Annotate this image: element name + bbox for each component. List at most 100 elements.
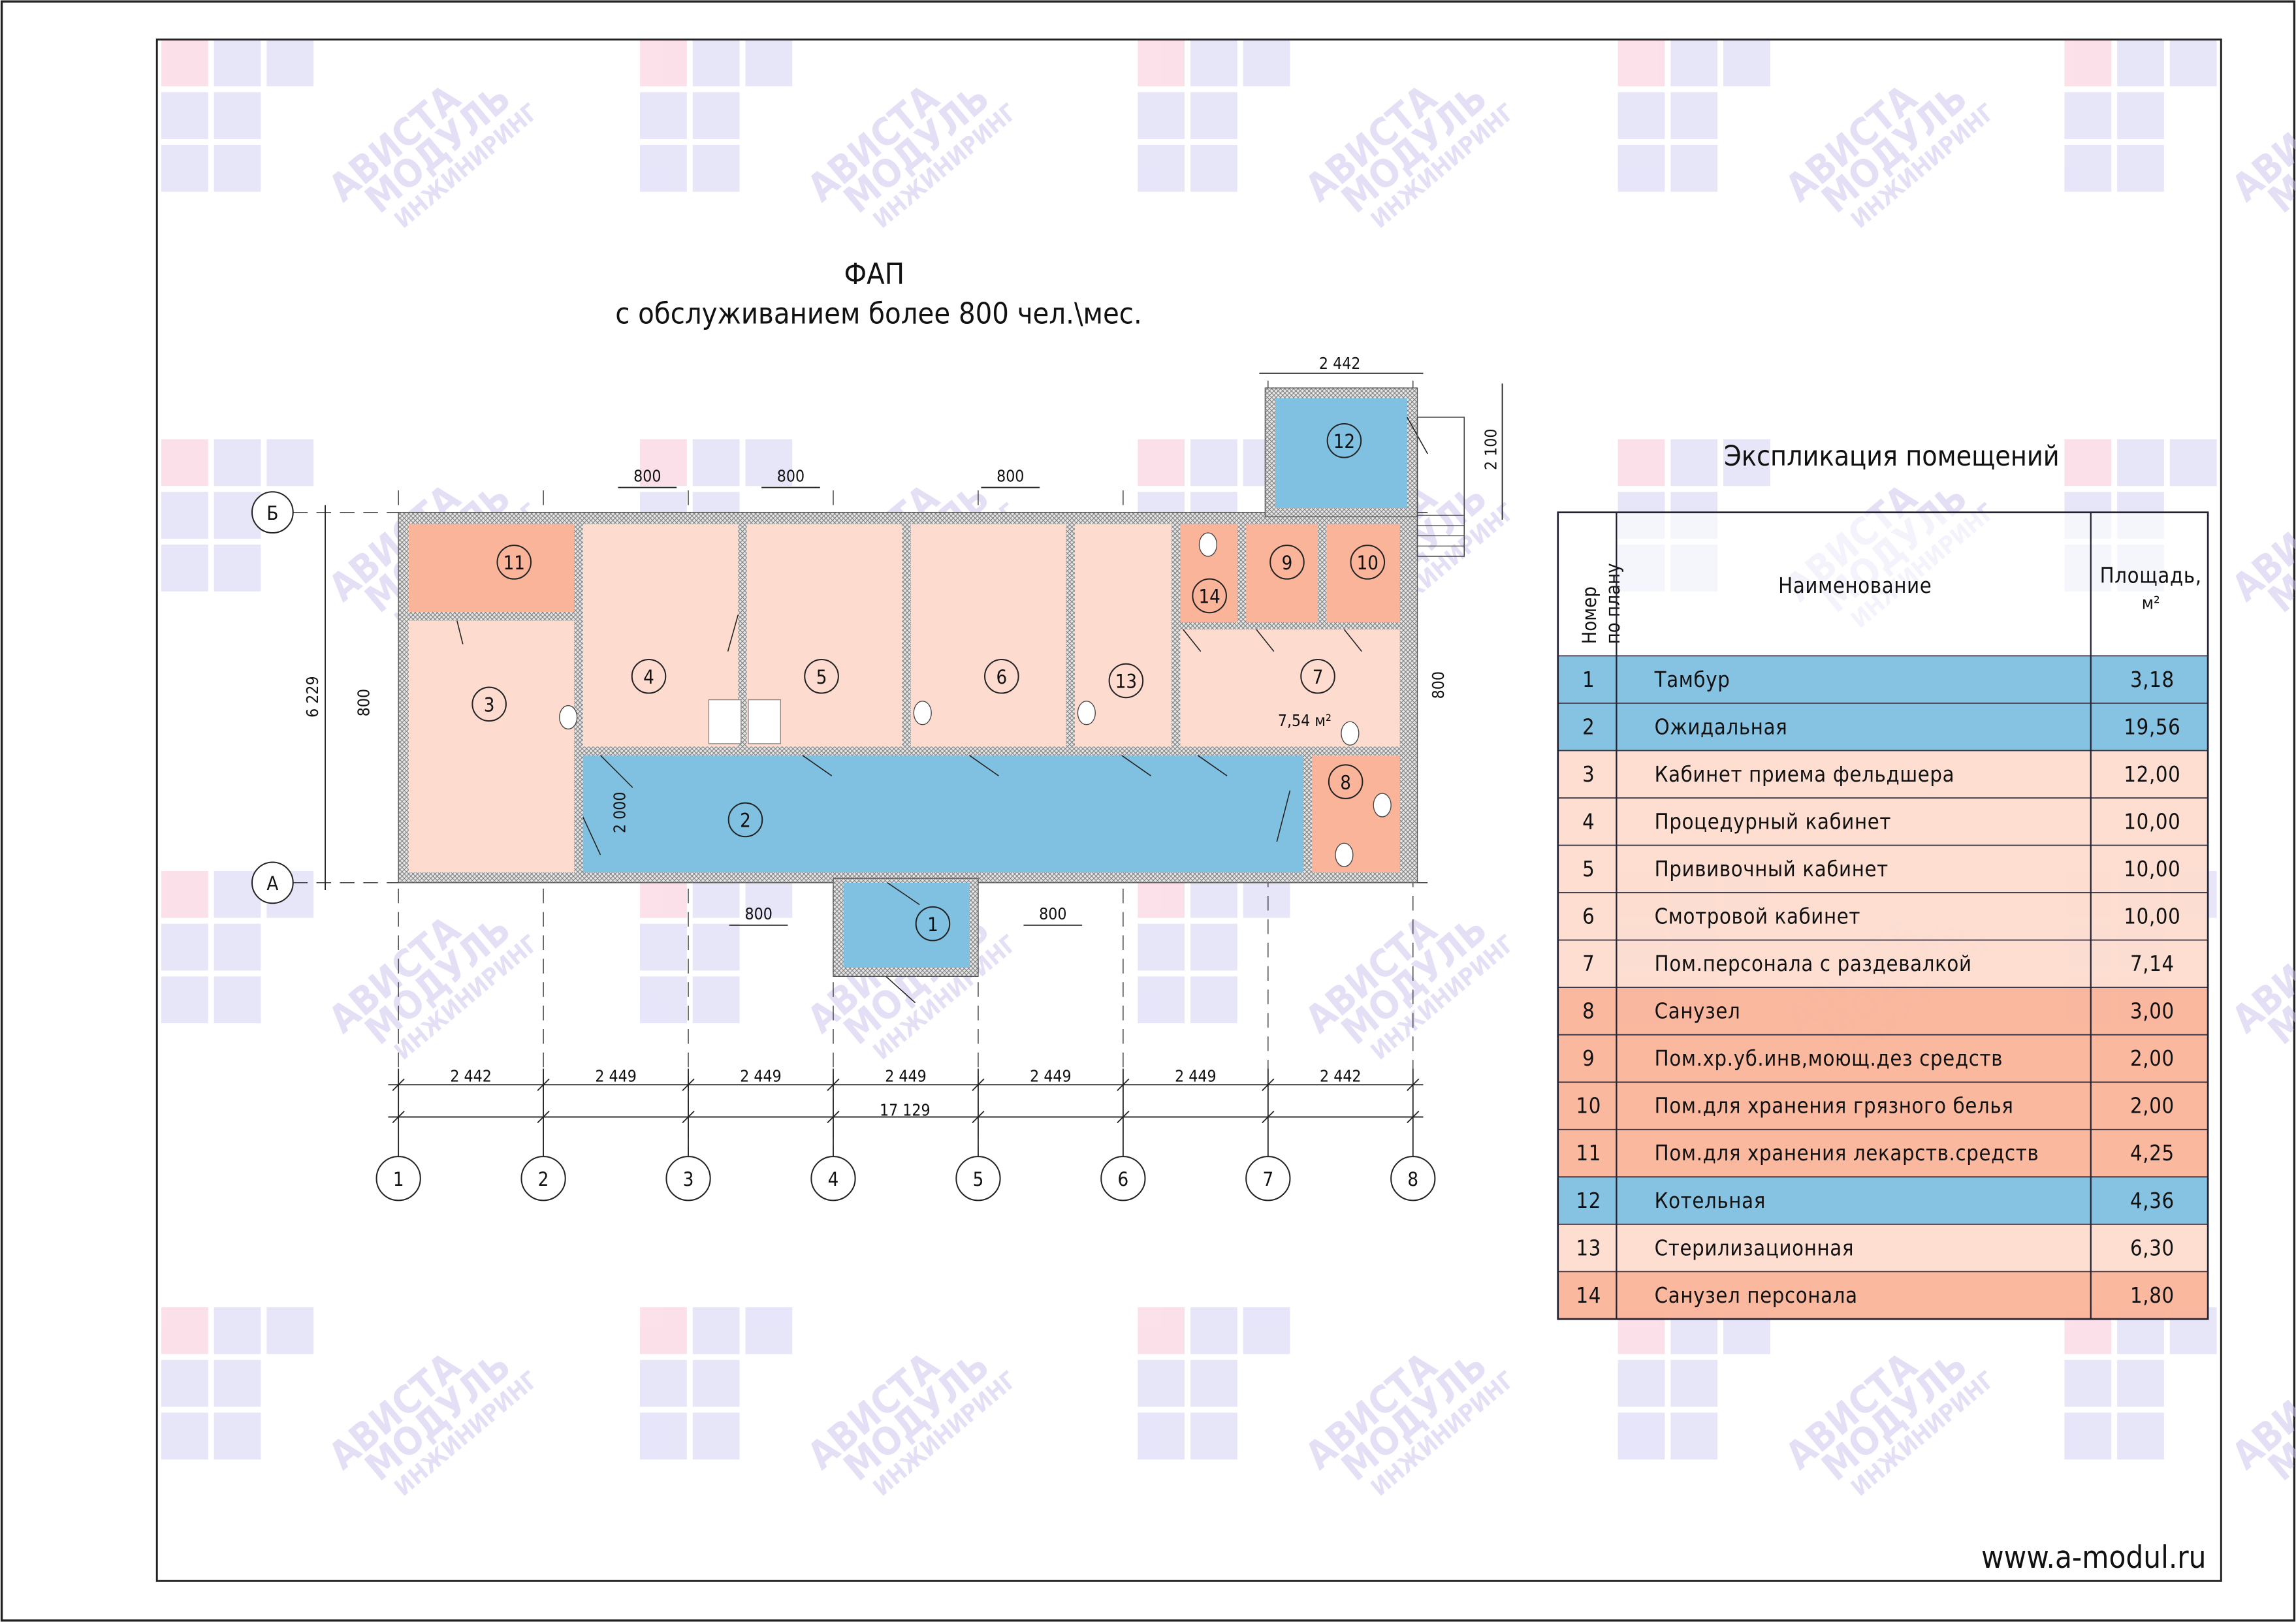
dimension-label: 2 449 xyxy=(740,1067,781,1086)
logo-square xyxy=(745,39,793,87)
dimension-label: 2 449 xyxy=(1030,1067,1071,1086)
room-number-circle xyxy=(1269,545,1305,580)
logo-square xyxy=(1190,144,1237,192)
room-number-label: 1 xyxy=(927,914,938,936)
row-number: 6 xyxy=(1582,904,1595,929)
boiler-width-label: 2 442 xyxy=(1319,354,1360,373)
sink-icon xyxy=(1341,721,1360,746)
row-name: Кабинет приема фельдшера xyxy=(1655,762,1955,787)
toilet-icon xyxy=(1198,532,1218,557)
logo-square xyxy=(1670,1360,1718,1407)
door-swing xyxy=(885,976,916,1004)
plan-subtitle: с обслуживанием более 800 чел.\мес. xyxy=(615,296,1142,330)
room-6[interactable] xyxy=(910,524,1066,747)
logo-square xyxy=(214,1307,261,1354)
row-number: 5 xyxy=(1582,857,1595,882)
room-1[interactable] xyxy=(843,882,970,968)
logo-square xyxy=(1138,923,1185,971)
room-7[interactable] xyxy=(1180,629,1400,747)
logo-square xyxy=(2064,1412,2112,1460)
row-name: Прививочный кабинет xyxy=(1655,857,1889,882)
logo-square xyxy=(640,439,687,486)
room-number-label: 3 xyxy=(484,694,495,716)
room-10[interactable] xyxy=(1326,524,1400,622)
logo-square xyxy=(1670,144,1718,192)
axis-bubble xyxy=(1100,1156,1146,1201)
room-number-label: 13 xyxy=(1115,671,1137,693)
room-number-label: 5 xyxy=(816,666,827,688)
logo-square xyxy=(640,144,687,192)
room-number-circle xyxy=(1300,658,1335,694)
row-name: Пом.для хранения грязного белья xyxy=(1655,1094,2014,1119)
room-12[interactable] xyxy=(1275,398,1407,508)
room-7-area-label: 7,54 м² xyxy=(1278,711,1331,730)
logo-square xyxy=(161,144,208,192)
room-number-label: 10 xyxy=(1357,552,1379,574)
row-background xyxy=(1557,1271,2208,1319)
axis-bubble xyxy=(665,1156,711,1201)
room-2[interactable] xyxy=(582,755,1303,873)
room-3[interactable] xyxy=(408,620,575,873)
row-background xyxy=(1557,703,2208,751)
logo-square xyxy=(640,1412,687,1460)
row-area: 12,00 xyxy=(2124,762,2180,787)
logo-square xyxy=(2117,1412,2164,1460)
logo-square xyxy=(692,439,740,486)
website-link[interactable]: www.a-modul.ru xyxy=(1981,1540,2207,1576)
room-9[interactable] xyxy=(1246,524,1318,622)
logo-square xyxy=(692,1307,740,1354)
door-swing xyxy=(1343,629,1362,652)
corridor-dimension-label: 2 000 xyxy=(611,791,630,833)
row-background xyxy=(1557,940,2208,988)
boiler-depth-label: 2 100 xyxy=(1482,429,1501,470)
door-swing xyxy=(1183,629,1202,652)
logo-square xyxy=(214,39,261,87)
logo-square xyxy=(1138,1360,1185,1407)
window-dimension-label: 800 xyxy=(997,467,1024,486)
door-swing xyxy=(456,620,464,644)
axis-bubble xyxy=(251,861,294,904)
window-dimension-label: 800 xyxy=(1039,904,1066,923)
logo-square xyxy=(1723,439,1770,486)
logo-square xyxy=(214,92,261,139)
row-number: 4 xyxy=(1582,809,1595,834)
row-number: 7 xyxy=(1582,951,1595,976)
row-area: 10,00 xyxy=(2124,857,2180,882)
total-length-label: 17 129 xyxy=(880,1100,931,1119)
room-11[interactable] xyxy=(408,524,575,612)
sink-icon xyxy=(913,701,932,725)
row-area: 6,30 xyxy=(2130,1235,2175,1260)
axis-label: Б xyxy=(266,502,278,524)
row-background xyxy=(1557,1177,2208,1224)
row-background xyxy=(1557,1082,2208,1130)
axis-label: 8 xyxy=(1407,1168,1418,1190)
sink-icon xyxy=(1077,701,1096,725)
room-number-circle xyxy=(804,658,839,694)
logo-square xyxy=(1618,439,1665,486)
logo-square xyxy=(161,92,208,139)
row-background xyxy=(1557,1129,2208,1177)
room-number-label: 7 xyxy=(1313,666,1324,688)
logo-square xyxy=(161,1412,208,1460)
logo-square xyxy=(1670,1412,1718,1460)
row-background xyxy=(1557,893,2208,940)
dimension-label: 2 442 xyxy=(450,1067,491,1086)
logo-square xyxy=(692,1360,740,1407)
sink-icon xyxy=(1335,842,1354,867)
